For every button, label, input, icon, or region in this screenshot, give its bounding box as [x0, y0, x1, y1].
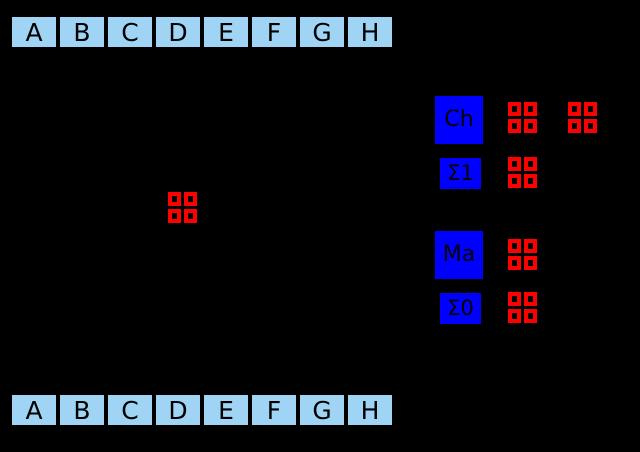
label-box-ch[interactable]: Ch — [435, 96, 483, 144]
letter-cell-h-bottom[interactable]: H — [347, 394, 393, 426]
grid-cell-br — [524, 119, 537, 133]
letter-cell-a-bottom[interactable]: A — [11, 394, 57, 426]
grid-cell-tr — [184, 192, 197, 206]
grid-cell-bl — [508, 256, 521, 270]
letter-cell-f-bottom[interactable]: F — [251, 394, 297, 426]
grid-cell-tr — [524, 157, 537, 171]
letter-cell-a-top[interactable]: A — [11, 16, 57, 48]
top-letter-row: A B C D E F G H — [11, 16, 393, 48]
grid-cell-tl — [568, 102, 581, 116]
grid-2x2-icon-sigma0-1[interactable] — [508, 292, 537, 323]
letter-cell-b-top[interactable]: B — [59, 16, 105, 48]
grid-cell-br — [524, 309, 537, 323]
letter-cell-d-bottom[interactable]: D — [155, 394, 201, 426]
grid-cell-tl — [508, 292, 521, 306]
letter-cell-c-bottom[interactable]: C — [107, 394, 153, 426]
grid-cell-bl — [168, 209, 181, 223]
grid-cell-tl — [508, 157, 521, 171]
grid-cell-tr — [584, 102, 597, 116]
grid-cell-bl — [508, 119, 521, 133]
letter-cell-g-bottom[interactable]: G — [299, 394, 345, 426]
letter-cell-f-top[interactable]: F — [251, 16, 297, 48]
grid-cell-tr — [524, 292, 537, 306]
grid-cell-tl — [508, 239, 521, 253]
grid-cell-tr — [524, 102, 537, 116]
grid-cell-br — [584, 119, 597, 133]
grid-2x2-icon-ch-2[interactable] — [568, 102, 597, 133]
grid-cell-br — [524, 256, 537, 270]
bottom-letter-row: A B C D E F G H — [11, 394, 393, 426]
grid-cell-br — [524, 174, 537, 188]
grid-2x2-icon-center[interactable] — [168, 192, 197, 223]
letter-cell-g-top[interactable]: G — [299, 16, 345, 48]
grid-cell-tl — [168, 192, 181, 206]
letter-cell-e-bottom[interactable]: E — [203, 394, 249, 426]
label-box-sigma0[interactable]: Σ0 — [440, 293, 481, 324]
label-box-ma[interactable]: Ma — [435, 231, 483, 279]
grid-2x2-icon-ch-1[interactable] — [508, 102, 537, 133]
letter-cell-b-bottom[interactable]: B — [59, 394, 105, 426]
label-box-sigma1[interactable]: Σ1 — [440, 158, 481, 189]
letter-cell-c-top[interactable]: C — [107, 16, 153, 48]
grid-cell-bl — [568, 119, 581, 133]
letter-cell-h-top[interactable]: H — [347, 16, 393, 48]
grid-2x2-icon-ma-1[interactable] — [508, 239, 537, 270]
grid-2x2-icon-sigma1-1[interactable] — [508, 157, 537, 188]
letter-cell-d-top[interactable]: D — [155, 16, 201, 48]
grid-cell-br — [184, 209, 197, 223]
letter-cell-e-top[interactable]: E — [203, 16, 249, 48]
grid-cell-bl — [508, 174, 521, 188]
grid-cell-tl — [508, 102, 521, 116]
grid-cell-bl — [508, 309, 521, 323]
grid-cell-tr — [524, 239, 537, 253]
